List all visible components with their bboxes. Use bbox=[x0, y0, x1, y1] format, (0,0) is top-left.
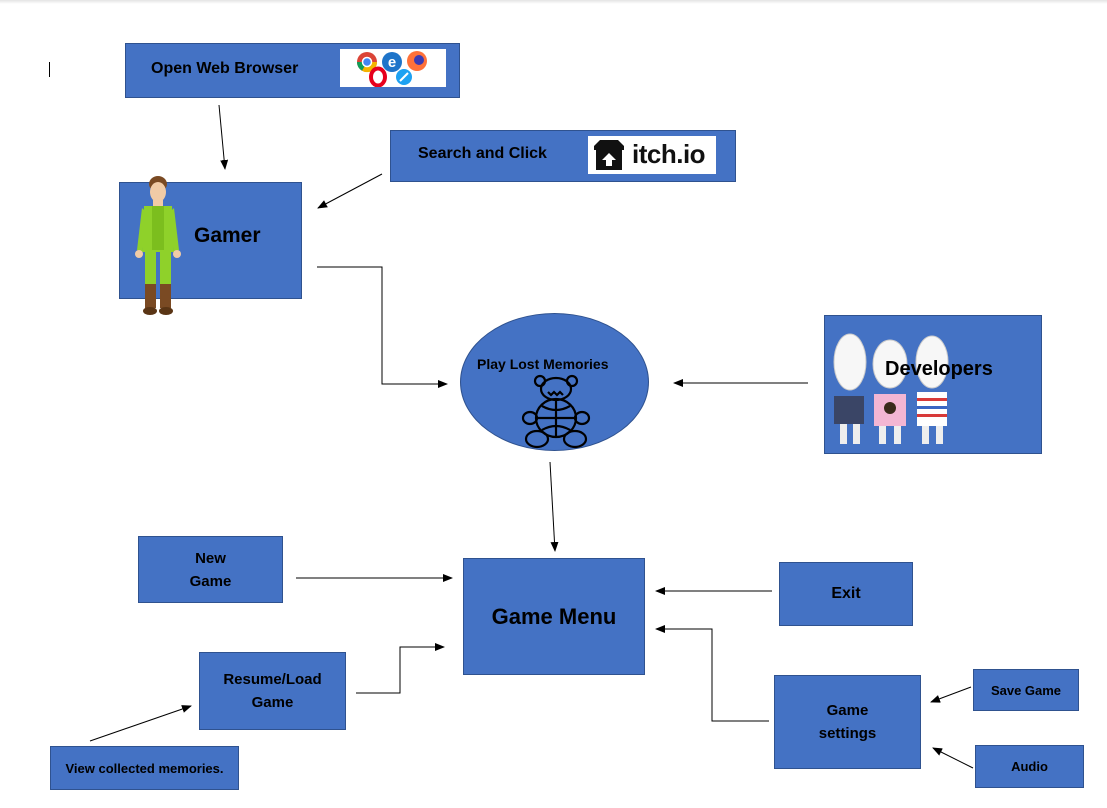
game-menu-label: Game Menu bbox=[491, 603, 617, 629]
arrow-browser-to-gamer bbox=[218, 104, 229, 170]
window-top-edge bbox=[0, 0, 1107, 4]
new-game-line2: Game bbox=[189, 572, 232, 590]
itch-io-logo-icon: itch.io bbox=[588, 136, 716, 174]
arrow-audio-to-settings bbox=[932, 747, 974, 769]
search-click-label: Search and Click bbox=[418, 145, 547, 162]
audio-label: Audio bbox=[1011, 759, 1048, 774]
game-menu-node: Game Menu bbox=[463, 558, 645, 675]
svg-text:e: e bbox=[388, 54, 396, 71]
gamer-avatar-icon bbox=[135, 176, 181, 315]
new-game-node: New Game bbox=[138, 536, 283, 603]
audio-node: Audio bbox=[975, 745, 1084, 788]
resume-load-node: Resume/Load Game bbox=[199, 652, 346, 730]
exit-node: Exit bbox=[779, 562, 913, 626]
save-game-label: Save Game bbox=[990, 682, 1062, 698]
bear-icon bbox=[521, 374, 591, 449]
gamer-label: Gamer bbox=[194, 224, 261, 247]
developer-avatars-icon bbox=[833, 333, 949, 444]
new-game-line1: New bbox=[195, 549, 226, 567]
arrow-play-to-menu bbox=[549, 461, 559, 552]
game-settings-node: Game settings bbox=[774, 675, 921, 769]
arrow-resume-to-menu bbox=[356, 643, 445, 694]
play-lost-memories-label: Play Lost Memories bbox=[477, 356, 609, 372]
arrow-gamer-to-play bbox=[317, 266, 448, 388]
arrow-settings-to-menu bbox=[655, 625, 769, 722]
itch-io-logo-text: itch.io bbox=[632, 139, 706, 169]
game-settings-line1: Game bbox=[826, 702, 869, 719]
view-memories-label: View collected memories. bbox=[65, 760, 224, 776]
save-game-node: Save Game bbox=[973, 669, 1079, 711]
game-settings-line2: settings bbox=[818, 725, 877, 742]
open-browser-label: Open Web Browser bbox=[151, 60, 299, 77]
play-lost-memories-node bbox=[460, 313, 649, 451]
arrow-view-to-resume bbox=[89, 705, 192, 742]
resume-load-line2: Game bbox=[251, 694, 294, 711]
arrow-itch-to-gamer bbox=[317, 173, 383, 209]
text-cursor bbox=[49, 62, 50, 77]
resume-load-line1: Resume/Load bbox=[223, 671, 322, 688]
developers-label: Developers bbox=[885, 358, 993, 380]
arrow-save-to-settings bbox=[930, 686, 972, 703]
exit-label: Exit bbox=[831, 585, 861, 602]
view-memories-node: View collected memories. bbox=[50, 746, 239, 790]
browser-logos-icon: e bbox=[340, 49, 446, 88]
